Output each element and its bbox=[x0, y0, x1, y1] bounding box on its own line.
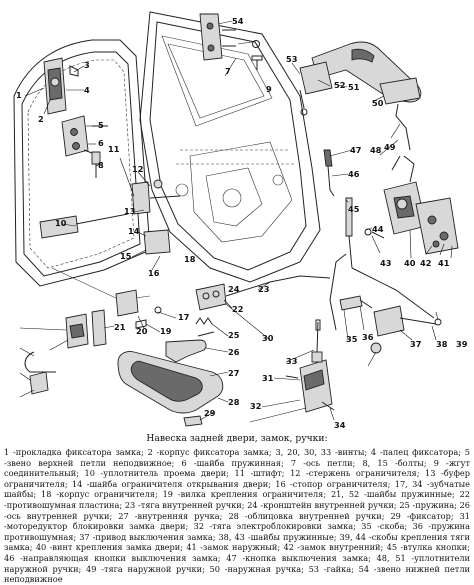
callout-49: 49 bbox=[384, 142, 396, 152]
callout-29: 29 bbox=[204, 408, 216, 418]
figure-caption: Навеска задней двери, замок, ручки: 1 -п… bbox=[4, 433, 470, 585]
callout-12: 12 bbox=[132, 164, 143, 174]
lock-release-drive bbox=[339, 295, 442, 354]
callout-labels: 1 2 3 4 5 6 7 8 9 10 11 12 13 14 15 16 1… bbox=[16, 16, 468, 430]
callout-48: 48 bbox=[370, 145, 382, 155]
motor-reducer bbox=[285, 319, 335, 413]
callout-6: 6 bbox=[98, 138, 104, 148]
callout-16: 16 bbox=[148, 268, 160, 278]
callout-54: 54 bbox=[232, 16, 244, 26]
callout-19: 19 bbox=[160, 326, 172, 336]
callout-46: 46 bbox=[348, 169, 360, 179]
callout-52: 52 bbox=[334, 80, 345, 90]
callout-31: 31 bbox=[262, 373, 274, 383]
parts-legend: 1 -прокладка фиксатора замка; 2 -корпус … bbox=[4, 447, 470, 585]
inner-handle bbox=[115, 275, 331, 427]
callout-50: 50 bbox=[372, 98, 384, 108]
callout-44: 44 bbox=[372, 224, 384, 234]
callout-11: 11 bbox=[108, 144, 120, 154]
callout-53: 53 bbox=[286, 54, 298, 64]
callout-40: 40 bbox=[404, 258, 416, 268]
callout-33: 33 bbox=[286, 356, 298, 366]
callout-23: 23 bbox=[258, 284, 270, 294]
callout-22: 22 bbox=[232, 304, 243, 314]
body-opening bbox=[13, 39, 151, 301]
callout-36: 36 bbox=[362, 332, 374, 342]
callout-5: 5 bbox=[98, 120, 104, 130]
callout-35: 35 bbox=[346, 334, 358, 344]
callout-7: 7 bbox=[225, 66, 231, 76]
callout-3: 3 bbox=[84, 60, 90, 70]
callout-34: 34 bbox=[334, 420, 346, 430]
callout-32: 32 bbox=[250, 401, 261, 411]
callout-45: 45 bbox=[348, 204, 360, 214]
callout-1: 1 bbox=[16, 90, 22, 100]
callout-10: 10 bbox=[55, 218, 67, 228]
lock-striker bbox=[43, 57, 79, 115]
callout-38: 38 bbox=[436, 339, 448, 349]
callout-37: 37 bbox=[410, 339, 422, 349]
striker-exploded bbox=[24, 309, 107, 395]
callout-41: 41 bbox=[438, 258, 450, 268]
callout-15: 15 bbox=[120, 251, 132, 261]
callout-42: 42 bbox=[420, 258, 431, 268]
callout-26: 26 bbox=[228, 347, 240, 357]
callout-9: 9 bbox=[266, 84, 272, 94]
callout-30: 30 bbox=[262, 333, 274, 343]
callout-27: 27 bbox=[228, 368, 240, 378]
callout-24: 24 bbox=[228, 284, 240, 294]
callout-51: 51 bbox=[348, 82, 360, 92]
door-limiter bbox=[39, 179, 181, 255]
door-assembly-diagram: 1 2 3 4 5 6 7 8 9 10 11 12 13 14 15 16 1… bbox=[13, 11, 468, 430]
callout-14: 14 bbox=[128, 226, 140, 236]
caption-title: Навеска задней двери, замок, ручки: bbox=[146, 433, 328, 444]
callout-20: 20 bbox=[136, 326, 148, 336]
callout-4: 4 bbox=[84, 85, 90, 95]
leader-lines bbox=[19, 20, 453, 423]
callout-17: 17 bbox=[178, 312, 190, 322]
callout-47: 47 bbox=[350, 145, 362, 155]
lower-hinge-54 bbox=[199, 13, 263, 70]
upper-hinge bbox=[61, 115, 108, 178]
lock-button bbox=[323, 149, 435, 331]
callout-39: 39 bbox=[456, 339, 468, 349]
callout-18: 18 bbox=[184, 254, 196, 264]
door-lock bbox=[364, 155, 459, 255]
callout-28: 28 bbox=[228, 397, 240, 407]
callout-43: 43 bbox=[380, 258, 392, 268]
outer-handle bbox=[299, 41, 422, 151]
callout-8: 8 bbox=[98, 160, 104, 170]
callout-25: 25 bbox=[228, 330, 240, 340]
callout-13: 13 bbox=[124, 206, 136, 216]
callout-21: 21 bbox=[114, 322, 126, 332]
callout-2: 2 bbox=[38, 114, 44, 124]
